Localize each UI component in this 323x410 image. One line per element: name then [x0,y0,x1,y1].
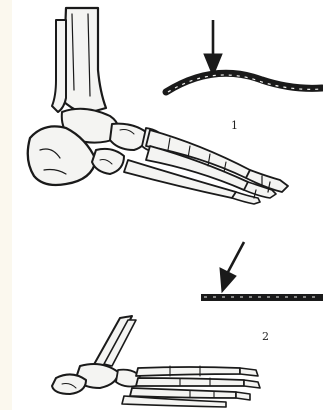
panel-label-2: 2 [262,331,269,342]
flat-foot-skeleton-icon [52,316,260,407]
flat-beam-icon [201,294,323,301]
load-arrow-icon [204,20,222,76]
arch-beam-icon [166,73,322,92]
ankle-foot-skeleton-icon [28,8,288,204]
load-arrow-icon [220,242,244,292]
panel-label-1: 1 [231,120,238,131]
